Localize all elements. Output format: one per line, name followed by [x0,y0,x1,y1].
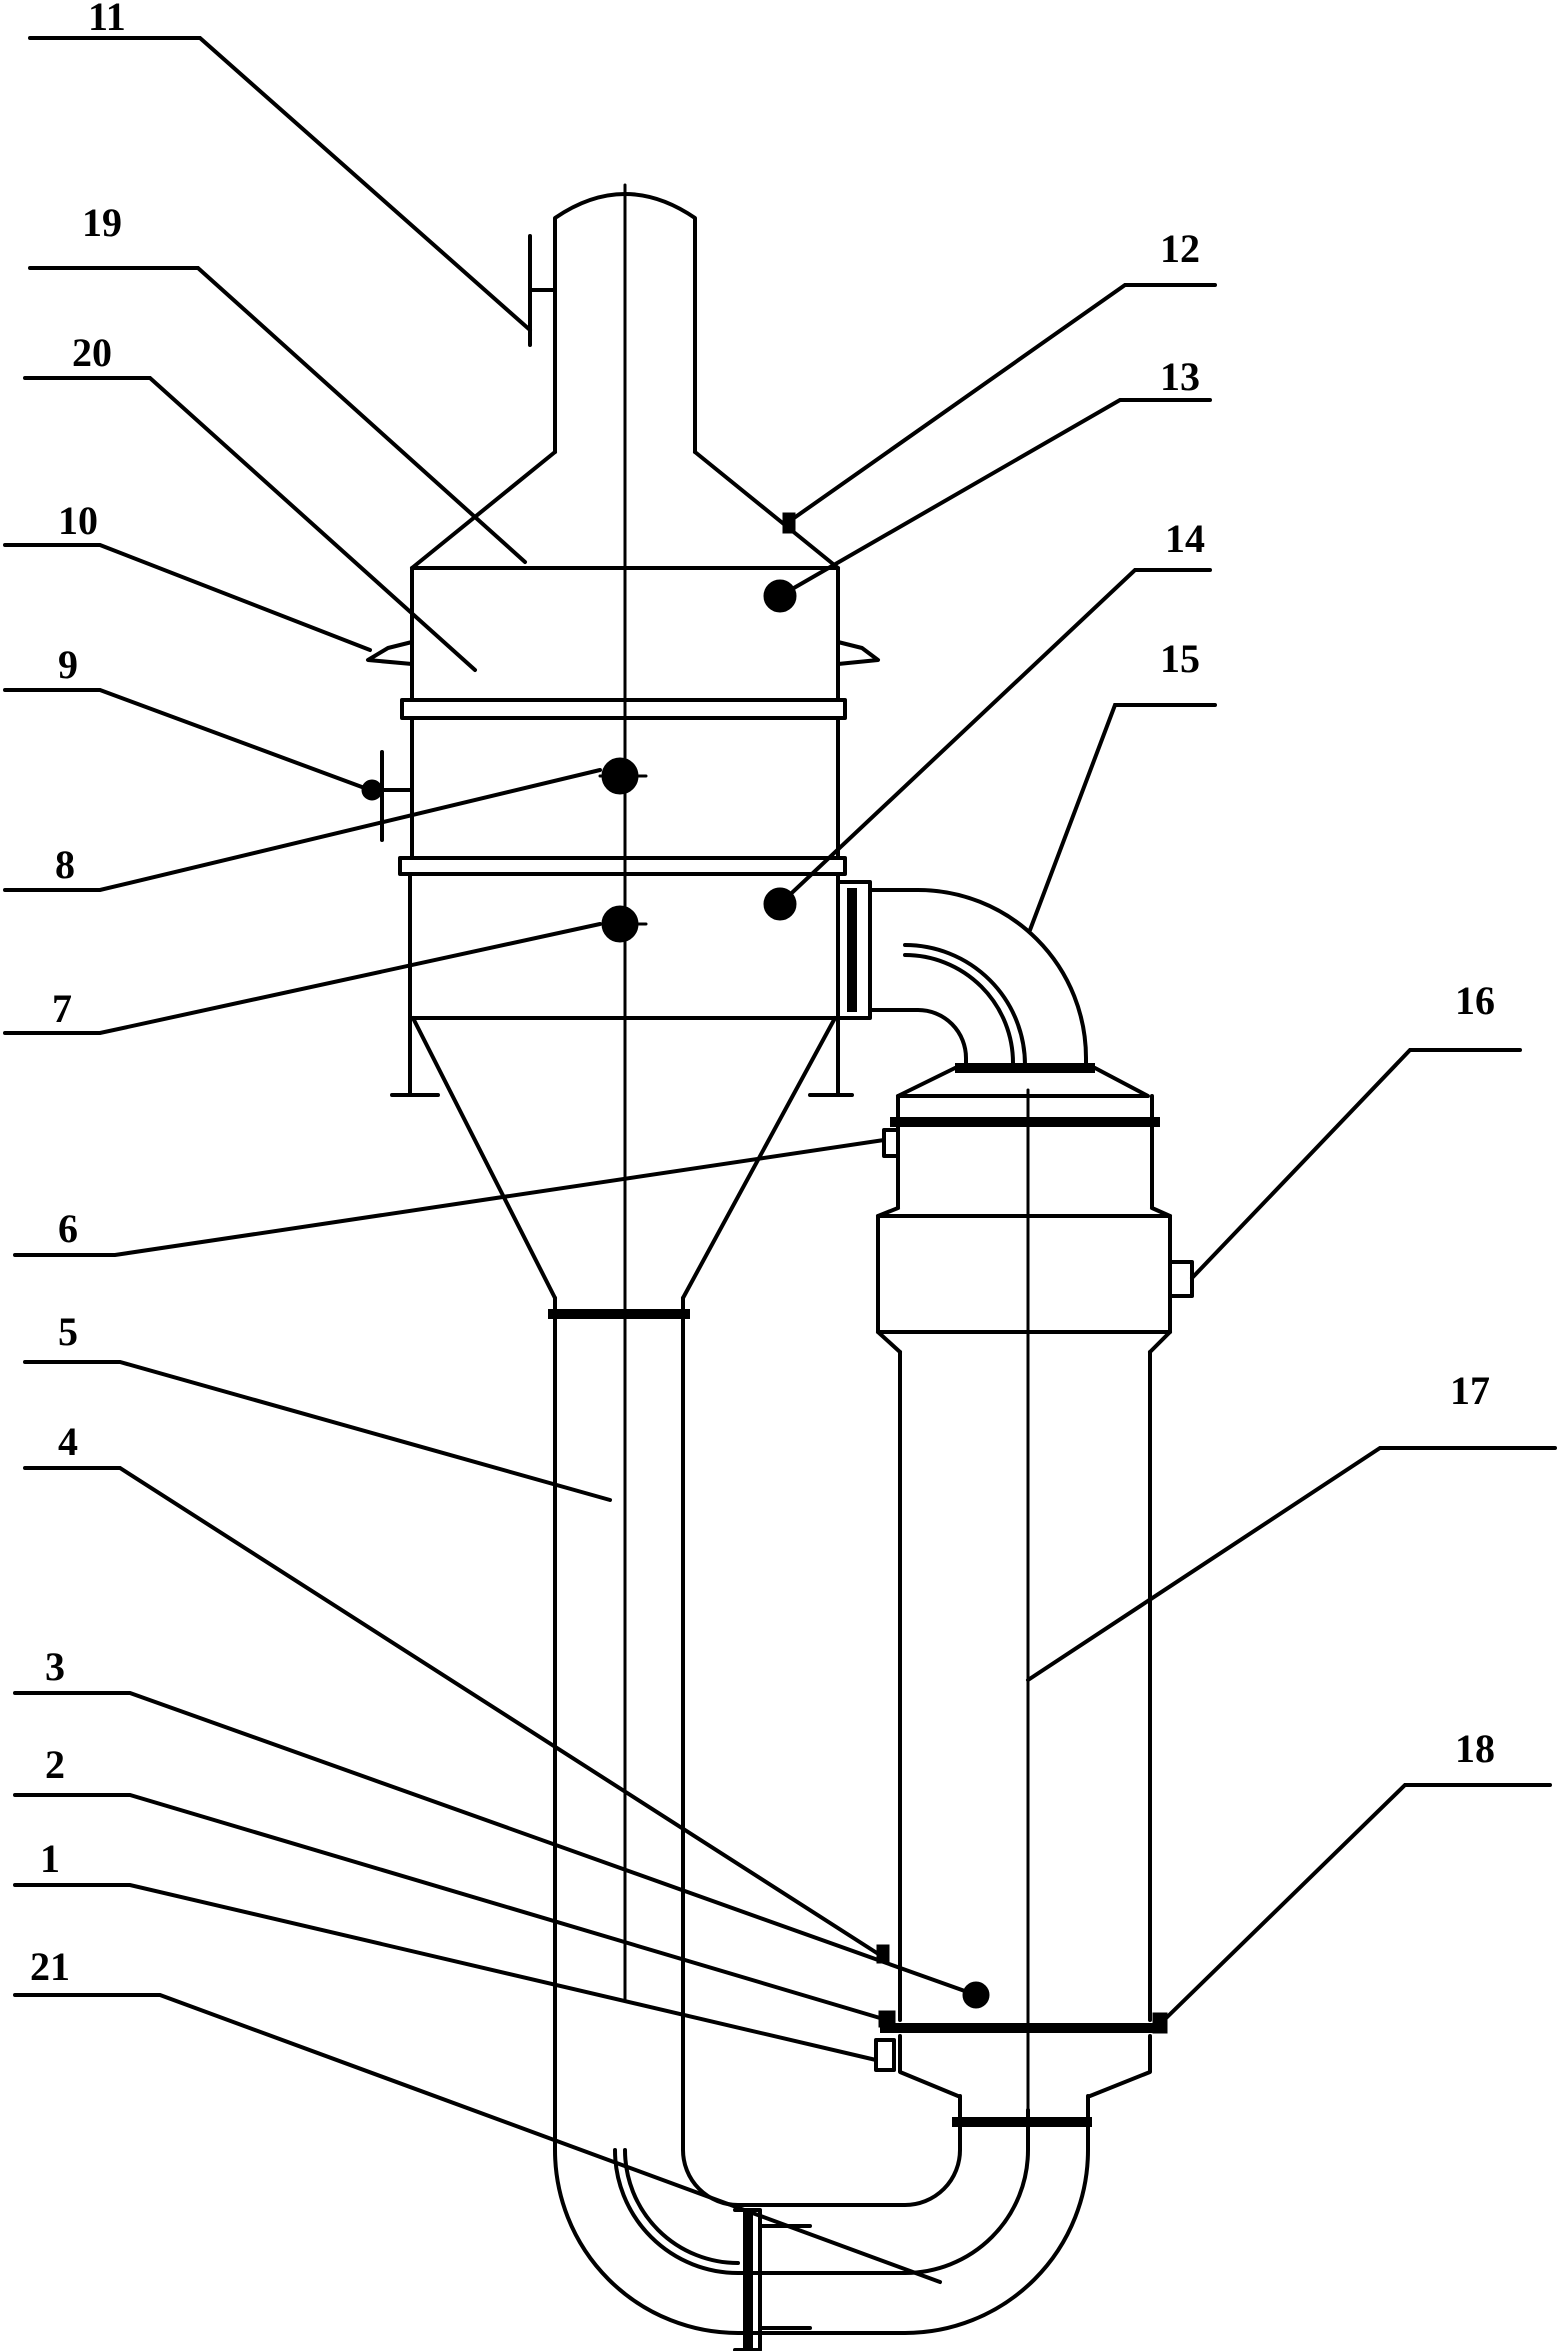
callout-numbers: 11 19 20 10 9 8 7 6 5 4 3 2 1 21 12 13 1… [30,0,1495,1989]
label-16: 16 [1455,978,1495,1023]
loop-outer [553,2108,1090,2335]
leader-17 [1026,1446,1557,1682]
heater-vessel [874,1063,1194,2127]
label-5: 5 [58,1309,78,1354]
leader-13 [778,398,1212,598]
heater-shell [898,1350,1152,2022]
nozzle-11 [528,234,557,347]
leader-15 [1028,703,1217,932]
leader-20 [23,376,477,672]
leader-3 [13,1691,978,1997]
leader-1 [13,1883,878,2062]
leader-6 [13,1138,886,1257]
nozzle-16 [1168,1260,1194,1298]
label-12: 12 [1160,226,1200,271]
pipe-mid-outer [903,943,1027,1067]
right-bracket [836,640,880,666]
leader-7 [3,922,602,1035]
label-1: 1 [40,1836,60,1881]
leader-19 [28,266,527,564]
left-bracket [366,640,414,666]
label-13: 13 [1160,354,1200,399]
heater-bottom-cone [898,2034,1152,2098]
label-18: 18 [1455,1726,1495,1771]
label-17: 17 [1450,1368,1490,1413]
loop-mid-inner [623,2148,740,2265]
transfer-pipe [836,880,1088,1070]
label-9: 9 [58,642,78,687]
leader-9 [3,688,372,792]
leader-14 [778,568,1212,906]
label-21: 21 [30,1944,70,1989]
leader-10 [3,543,372,652]
bottom-flange-lip [758,2224,812,2330]
leader-4 [23,1466,882,1957]
label-14: 14 [1165,516,1205,561]
label-2: 2 [45,1742,65,1787]
label-19: 19 [82,200,122,245]
pipe-inner [868,1008,968,1070]
label-8: 8 [55,842,75,887]
nozzle-6 [882,1128,900,1158]
heater-top-cap [896,1066,1150,1098]
pipe-mid-inner [903,953,1015,1065]
support-legs [390,1016,854,1097]
label-20: 20 [72,330,112,375]
loop-mid-outer [613,2108,1030,2275]
leader-18 [1158,1783,1552,2026]
body-flange-upper [400,698,847,720]
upper-cone [410,450,840,570]
label-3: 3 [45,1644,65,1689]
jacket-taper [876,1330,1172,1354]
label-15: 15 [1160,636,1200,681]
label-10: 10 [58,498,98,543]
leader-lines [3,36,1557,2284]
nozzle-12 [782,512,796,534]
heater-head [876,1094,1172,1218]
leader-5 [23,1360,612,1502]
label-4: 4 [58,1419,78,1464]
separator-vessel [361,183,880,2002]
return-loop [548,1296,1090,2351]
leader-16 [1190,1048,1522,1280]
nozzle-1 [874,2038,896,2072]
label-11: 11 [88,0,126,39]
leader-8 [3,768,602,892]
leader-21 [13,1993,942,2284]
body-flange-lower [398,856,847,876]
label-7: 7 [52,986,72,1031]
label-6: 6 [58,1206,78,1251]
leader-2 [13,1793,882,2020]
nozzle-2 [878,2010,896,2028]
pipe-flange-plate [836,880,872,1020]
loop-inner [681,2108,962,2207]
leader-12 [792,283,1217,520]
heater-jacket [876,1214,1172,1334]
heater-outlet-neck [958,2094,1090,2124]
pipe-outer [868,888,1088,1070]
leader-11 [28,36,532,332]
